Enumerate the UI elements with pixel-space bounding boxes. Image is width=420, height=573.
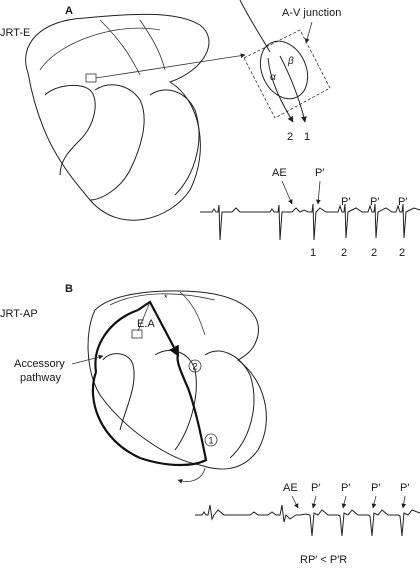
ecg-a-beat-number-4: 2 bbox=[399, 247, 405, 259]
circle-2-marker bbox=[188, 359, 202, 373]
accessory-pathway-line bbox=[94, 308, 139, 373]
av-junction-label: A-V junction bbox=[282, 7, 341, 19]
ecg-b-p-label-4: P′ bbox=[400, 482, 409, 494]
junction-entry-path bbox=[239, 0, 271, 53]
alpha-label: α bbox=[270, 72, 276, 83]
ea-star: * bbox=[164, 293, 168, 303]
circuit-return-path bbox=[91, 354, 208, 467]
path-number-2: 2 bbox=[287, 131, 293, 143]
pointer-arrow-a bbox=[95, 53, 246, 79]
heart-drawing-b bbox=[87, 290, 267, 470]
junction-dashed-box bbox=[243, 29, 331, 119]
ea-label: E.A bbox=[137, 318, 155, 330]
accessory-pointer bbox=[71, 354, 104, 365]
ecg-strip-a: AE P′ P′ P′ P′ 1 2 2 2 bbox=[200, 167, 420, 259]
accessory-label-line1: Accessory bbox=[14, 358, 65, 370]
heart-drawing-a bbox=[25, 13, 210, 221]
reentry-circuit bbox=[91, 300, 208, 467]
panel-a: A JRT-E A-V junction α β 2 1 bbox=[0, 0, 420, 259]
circle-1-marker bbox=[204, 433, 218, 447]
junction-oval bbox=[259, 40, 309, 100]
ecg-a-beat-number-1: 1 bbox=[310, 247, 316, 259]
ecg-a-beat-number-3: 2 bbox=[371, 247, 377, 259]
ecg-b-p-label-3: P′ bbox=[371, 482, 380, 494]
path-number-1: 1 bbox=[304, 131, 310, 143]
ecg-a-p-label-4: P′ bbox=[398, 196, 407, 208]
outflow-arrow bbox=[177, 467, 206, 484]
av-junction-inset: A-V junction α β 2 1 bbox=[239, 0, 341, 143]
ecg-a-p-label-3: P′ bbox=[370, 196, 379, 208]
accessory-label-line2: pathway bbox=[20, 372, 61, 384]
panel-a-letter: A bbox=[65, 5, 73, 17]
ecg-a-beat-number-2: 2 bbox=[341, 247, 347, 259]
panel-b: B JRT-AP E.A * 2 1 Accessory pathway bbox=[0, 283, 420, 566]
beta-pathway bbox=[279, 55, 307, 123]
beta-label: β bbox=[287, 56, 294, 67]
panel-a-label: JRT-E bbox=[0, 27, 30, 39]
rp-relation-label: RP′ < P′R bbox=[300, 554, 347, 566]
ecg-a-p-label-2: P′ bbox=[341, 196, 350, 208]
ecg-a-ae-label: AE bbox=[272, 167, 287, 179]
ecg-strip-b: AE P′ P′ P′ P′ RP′ < P′R bbox=[195, 482, 420, 566]
ecg-a-p-label-1: P′ bbox=[315, 167, 324, 179]
panel-b-label: JRT-AP bbox=[0, 308, 38, 320]
alpha-pathway bbox=[267, 57, 294, 123]
ecg-b-p-label-1: P′ bbox=[311, 482, 320, 494]
panel-b-letter: B bbox=[65, 283, 73, 295]
ecg-b-ae-label: AE bbox=[283, 482, 298, 494]
circle-2-label: 2 bbox=[192, 362, 197, 372]
ecg-b-p-label-2: P′ bbox=[341, 482, 350, 494]
circle-1-label: 1 bbox=[208, 436, 213, 446]
